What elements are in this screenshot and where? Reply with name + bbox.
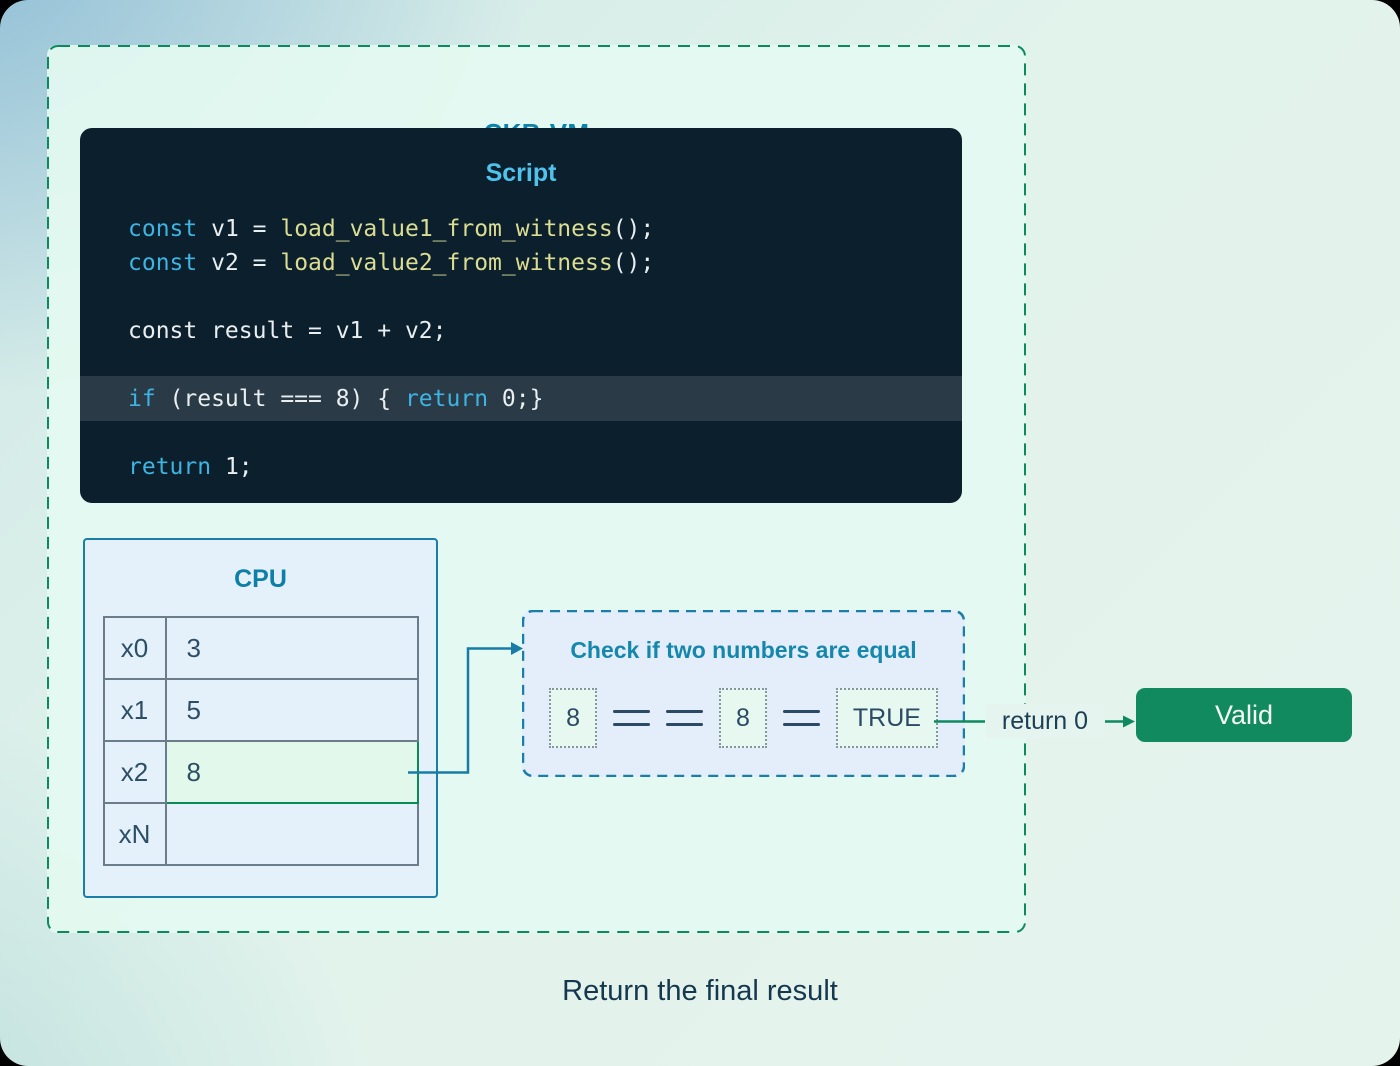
code-token: const <box>128 250 212 276</box>
script-title: Script <box>485 159 557 187</box>
code-line: const result = v1 + v2; <box>80 314 962 348</box>
valid-badge: Valid <box>1136 688 1352 742</box>
code-lines: const v1 = load_value1_from_witness();co… <box>80 212 962 484</box>
code-token: load_value1_from_witness <box>280 216 613 242</box>
value-box: 8 <box>718 688 767 748</box>
code-line: const v2 = load_value2_from_witness(); <box>80 246 962 280</box>
register-value-highlighted: 8 <box>164 740 419 804</box>
check-title: Check if two numbers are equal <box>570 637 917 663</box>
code-token: const result = v1 + v2; <box>128 318 447 344</box>
register-row: xN <box>102 802 419 866</box>
code-token: (result === 8) { <box>169 386 405 412</box>
bottom-caption: Return the final result <box>562 975 838 1007</box>
register-name: x0 <box>102 616 167 680</box>
code-token: load_value2_from_witness <box>280 250 613 276</box>
ckb-vm-container: CKB-VM Script const v1 = load_value1_fro… <box>47 45 1026 933</box>
code-token: (); <box>612 250 655 276</box>
code-token: 1; <box>224 454 253 480</box>
cpu-title: CPU <box>234 565 287 593</box>
code-line: return 1; <box>80 450 962 484</box>
value-box: TRUE <box>835 688 938 748</box>
equals-icon <box>782 710 820 726</box>
code-token: 0;} <box>501 386 544 412</box>
equals-icon <box>612 710 650 726</box>
value-box: 8 <box>549 688 597 748</box>
code-token: if <box>128 386 170 412</box>
register-name: xN <box>102 802 167 866</box>
return-0-label: return 0 <box>986 704 1104 738</box>
code-line-highlighted: if (result === 8) { return 0;} <box>80 376 962 421</box>
return-to-valid-arrowhead-icon <box>1123 715 1135 728</box>
code-token: v1 = <box>211 216 281 242</box>
equals-icon <box>665 710 703 726</box>
register-value: 3 <box>164 616 419 680</box>
code-line: const v1 = load_value1_from_witness(); <box>80 212 962 246</box>
code-token: return <box>128 454 225 480</box>
register-name: x1 <box>102 678 167 742</box>
register-name: x2 <box>102 740 167 804</box>
code-token: const <box>128 216 212 242</box>
register-value <box>164 802 419 866</box>
check-equal-box: Check if two numbers are equal 8 8 TRUE <box>522 610 965 777</box>
code-token: return <box>404 386 502 412</box>
script-block: Script const v1 = load_value1_from_witne… <box>80 128 962 503</box>
code-token: (); <box>612 216 655 242</box>
code-line <box>80 280 962 314</box>
register-value: 5 <box>164 678 419 742</box>
code-token: v2 = <box>211 250 281 276</box>
code-line <box>80 416 962 450</box>
check-items-row: 8 8 TRUE <box>522 688 965 748</box>
